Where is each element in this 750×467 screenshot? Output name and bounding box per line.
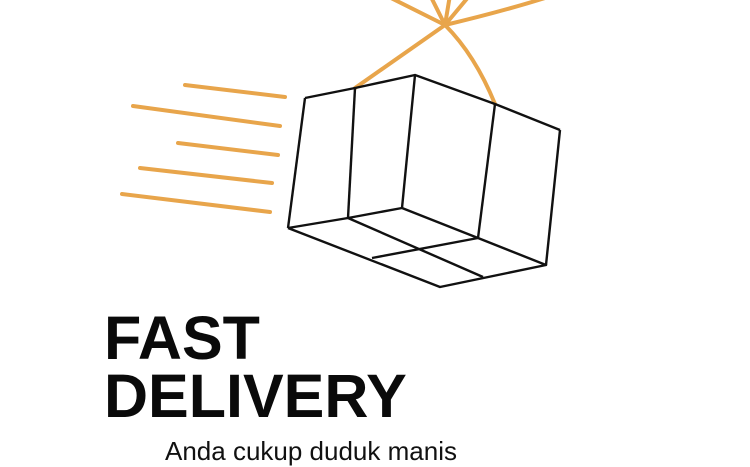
title-line-2: DELIVERY [104,362,407,430]
title-line-1: FAST [104,304,260,372]
strings [353,0,546,106]
speed-lines [120,83,287,214]
box [286,73,562,289]
flying-package-icon [120,0,562,289]
subtitle: Anda cukup duduk manis [165,436,457,466]
